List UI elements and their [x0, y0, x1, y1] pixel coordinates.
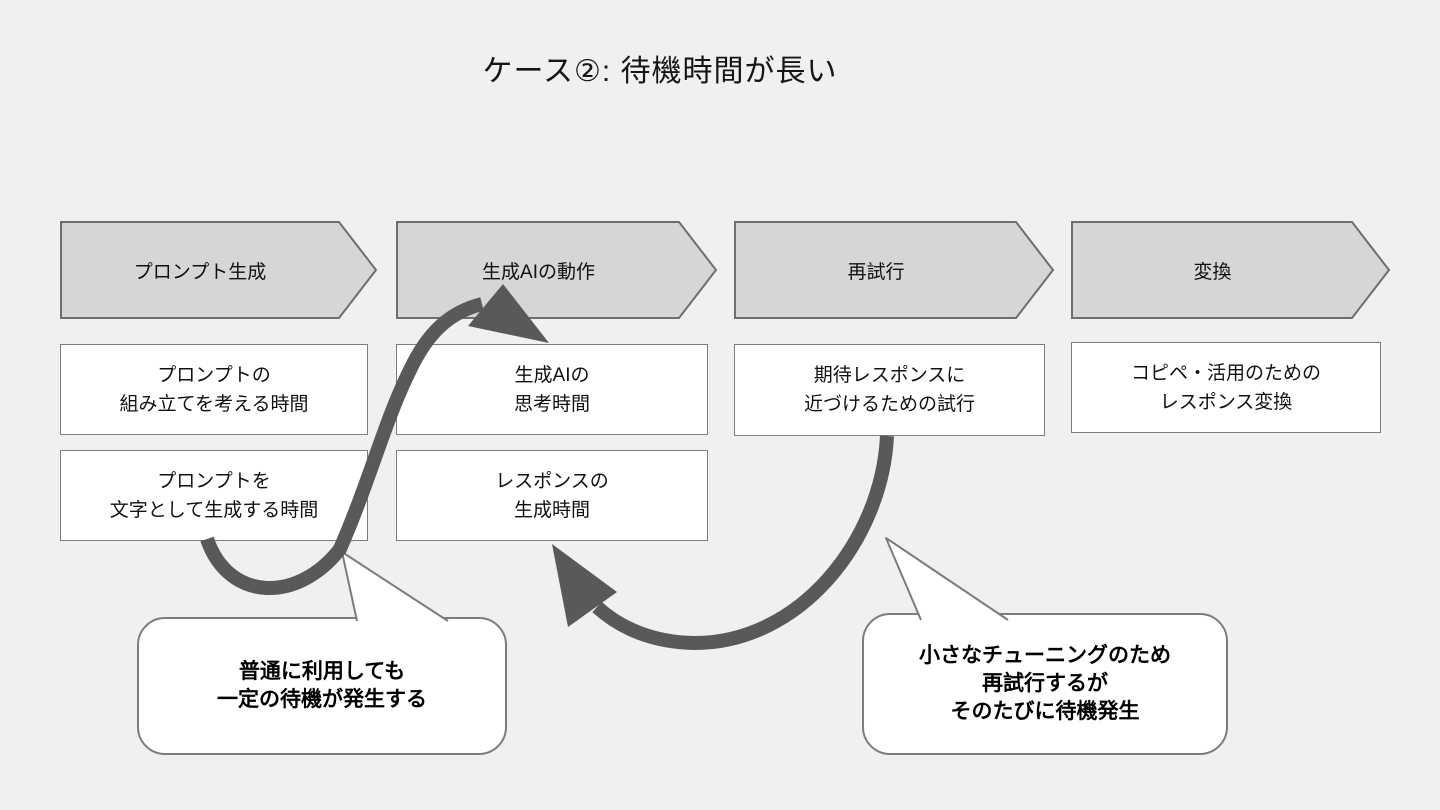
task-box-line: レスポンス変換 — [1159, 391, 1293, 413]
task-box-line: 生成時間 — [513, 499, 590, 521]
callout-bubble-1 — [137, 617, 507, 755]
stage-chevron-3 — [734, 221, 1055, 319]
callout-text-1: 普通に利用しても 一定の待機が発生する — [137, 617, 507, 755]
callout-text-2: 小さなチューニングのため 再試行するが そのたびに待機発生 — [862, 613, 1228, 755]
callout-line: そのたびに待機発生 — [950, 700, 1140, 723]
stage-label-4: 変換 — [1193, 261, 1232, 283]
callout-bubble-2 — [862, 613, 1228, 755]
task-box-line: 生成AIの — [514, 364, 590, 386]
stage-chevron-2 — [396, 221, 718, 319]
task-box-line: 組み立てを考える時間 — [119, 393, 309, 415]
task-box: プロンプトの 組み立てを考える時間 — [60, 344, 368, 435]
stage-chevron-4 — [1071, 221, 1391, 319]
task-box-line: レスポンスの — [495, 470, 609, 492]
arrowhead-icon — [468, 284, 549, 343]
stage-label-3: 再試行 — [847, 261, 905, 283]
arrowhead-icon — [552, 544, 617, 627]
task-box: プロンプトを 文字として生成する時間 — [60, 450, 368, 541]
task-box-line: 文字として生成する時間 — [109, 499, 319, 521]
task-box-line: 近づけるための試行 — [803, 394, 975, 415]
callout-tail-2 — [885, 537, 1009, 621]
wait-loop-arrow-1 — [200, 297, 484, 595]
task-box-line: 期待レスポンスに — [813, 365, 966, 386]
callout-line: 小さなチューニングのため — [919, 644, 1171, 667]
stage-label-2: 生成AIの動作 — [482, 261, 595, 283]
task-box-line: 思考時間 — [513, 393, 590, 415]
callout-line: 一定の待機が発生する — [217, 688, 427, 711]
callout-line: 普通に利用しても — [238, 660, 406, 683]
stage-chevron-1 — [60, 221, 378, 319]
callout-line: 再試行するが — [982, 672, 1108, 695]
wait-loop-arrow-2 — [592, 435, 894, 651]
task-box-line: プロンプトを — [157, 470, 271, 492]
task-box-line: プロンプトの — [157, 364, 271, 386]
task-box-line: コピペ・活用のための — [1130, 362, 1321, 384]
task-box: 期待レスポンスに 近づけるための試行 — [734, 344, 1045, 436]
stage-label-1: プロンプト生成 — [133, 261, 267, 283]
slide-title: ケース②: 待機時間が長い — [482, 55, 838, 88]
task-box: レスポンスの 生成時間 — [396, 450, 708, 541]
task-box: コピペ・活用のための レスポンス変換 — [1071, 342, 1381, 433]
